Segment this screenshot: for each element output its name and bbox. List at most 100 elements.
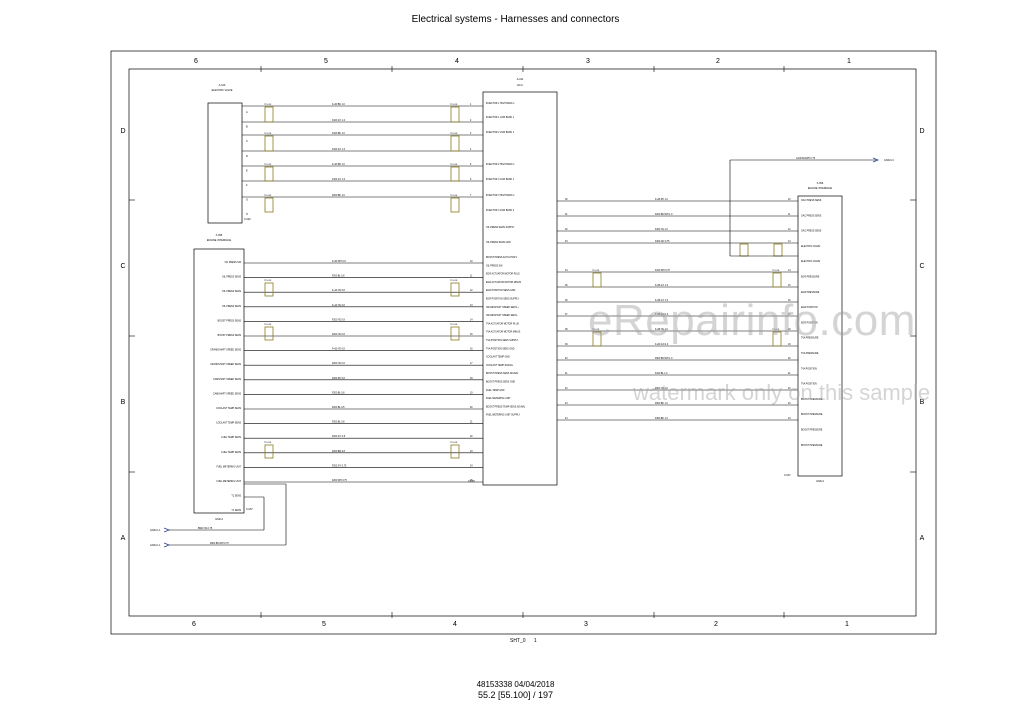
wire-label: F200 BL 0.8: [332, 407, 345, 409]
ecu-pin-label: FUEL METERING UNIT: [486, 398, 511, 400]
twisted-pair-marker: [264, 444, 274, 459]
ecu-pin-label: TVA ACTUATOR MOTOR PLUS: [486, 322, 519, 325]
twisted-pair-marker: [773, 243, 783, 257]
column-number-bottom: 5: [322, 621, 326, 628]
pin-number: 42: [565, 388, 568, 390]
twisted-pair-marker: [264, 166, 274, 182]
component-name: ENGINE INTERFACE: [207, 239, 232, 242]
engine-pin-label: EGR POSITION: [801, 307, 818, 309]
connector-arrow-icon: [163, 527, 171, 533]
ecu-pin-label: FUEL TEMP GND: [486, 390, 505, 392]
wire-label: F900 BK 1.0: [655, 403, 668, 405]
pin-number: 36: [565, 300, 568, 302]
wire-label: B900 YE 0.75: [198, 528, 213, 530]
engine-pin-label: FUEL METERING UNIT: [216, 481, 241, 483]
ecu-pin-label: INJECTOR 2 HIGH BANK 1: [486, 163, 515, 166]
engine-pin-label: COOLANT TEMP SENS: [216, 407, 241, 410]
wire-label: F200 YE 0.8: [332, 319, 345, 321]
twisted-pair-tag: TP-018: [450, 280, 458, 282]
wire-label: F+08 GN 1.0: [655, 314, 669, 316]
engine-interface-left-block: [193, 248, 245, 514]
pin-number: 21: [470, 422, 473, 424]
connector-arrow-icon: [163, 542, 171, 548]
pin-number: 13: [788, 241, 791, 243]
pin-number: 7: [470, 195, 472, 197]
wire-label: F+08 PK 1.0: [655, 199, 669, 201]
wire-label: F200 PK 0.8: [332, 378, 345, 380]
ecu-pin-label: COOLANT TEMP GND: [486, 356, 510, 359]
wire-label: F100 GY 1.0: [332, 149, 346, 151]
page-title: Electrical systems - Harnesses and conne…: [411, 14, 620, 25]
component-ref: A-010: [219, 84, 226, 87]
pin-number: 40: [565, 358, 568, 360]
twisted-pair-tag: TP-018: [592, 329, 600, 331]
pin-number: 20: [788, 358, 791, 360]
pin-label: B: [246, 126, 248, 129]
twisted-pair-tag: TP-018: [264, 280, 272, 282]
pin-label: E: [246, 169, 248, 172]
wire-label: F+10 YE 0.8: [332, 305, 346, 307]
wire-label: F+00 BK 1.0: [332, 164, 346, 166]
pin-number: 16: [788, 300, 791, 302]
column-number-top: 1: [847, 58, 851, 65]
twisted-pair-tag: TP-018: [592, 270, 600, 272]
column-number-bottom: 1: [845, 621, 849, 628]
pin-number: 12: [470, 290, 473, 292]
twisted-pair-marker: [264, 106, 274, 123]
twisted-pair-marker: [592, 331, 602, 347]
engine-pin-label: ELECTRIC VALVE: [801, 260, 821, 263]
pin-number: 35: [565, 285, 568, 287]
pin-number: 13: [470, 305, 473, 307]
pin-number: 39: [565, 344, 568, 346]
pin-number: 19: [470, 392, 473, 394]
engine-pin-label: OIL PRESS SENS: [222, 291, 241, 293]
twisted-pair-marker: [772, 331, 782, 347]
pin-number: 37: [565, 314, 568, 316]
twisted-pair-marker: [450, 282, 460, 297]
twisted-pair-tag: TP-018: [450, 195, 458, 197]
ecu-pin-label: BOOST PRESS SENS SIGNAL: [486, 372, 519, 375]
ecu-pin-label: COOLANT TEMP SIGNAL: [486, 364, 514, 367]
component-ref: X-056: [216, 234, 223, 237]
wire-label: F400 YE 1.0: [655, 229, 668, 231]
wire-label: F+10 YE 0.8: [332, 290, 346, 292]
ecu-pin-label: BOOST PRESS ACTUATOR 1: [486, 256, 518, 259]
wire-label: F200 WH 0.75: [332, 480, 348, 482]
wire-label: F+08 GY 1.0: [655, 300, 669, 302]
twisted-pair-tag: TP-018: [264, 164, 272, 166]
engine-interface-right-block: [797, 195, 843, 477]
pin-number: 16: [470, 349, 473, 351]
engine-pin-label: CRANKSHAFT SPEED SENS: [210, 363, 241, 366]
pin-number: 17: [788, 314, 791, 316]
ground-ref: GND-4: [816, 480, 824, 483]
pin-number: 18: [470, 378, 473, 380]
engine-pin-label: BOOST PRESS SENS: [218, 335, 242, 337]
pin-number: 33: [565, 241, 568, 243]
twisted-pair-marker: [739, 243, 749, 257]
ecu-pin-label: CRANKSHAFT SPEED SENS +: [486, 306, 519, 309]
pin-number: 23: [788, 403, 791, 405]
twisted-pair-tag: TP-018: [772, 329, 780, 331]
pin-number: 5: [470, 164, 472, 166]
ecu-pin-label: TVA ACTUATOR MOTOR MINUS: [486, 331, 521, 334]
twisted-pair-tag: TP-018: [264, 195, 272, 197]
ecu-pin-label: EGR ACTUATOR MOTOR PLUS: [486, 273, 520, 276]
ecu-block: [482, 91, 558, 486]
twisted-pair-marker: [450, 166, 460, 182]
twisted-pair-marker: [772, 272, 782, 288]
watermark-sub: watermark only on this sample: [633, 380, 931, 405]
twisted-pair-marker: [450, 444, 460, 459]
row-letter-right: B: [920, 399, 925, 406]
pin-number: 34: [565, 270, 568, 272]
component-name: ELECTRIC VALVE: [212, 89, 233, 92]
pin-number: 23: [470, 451, 473, 453]
wire-label: Z900 BU/WH 0.75: [210, 543, 229, 545]
column-number-top: 3: [586, 58, 590, 65]
ecu-pin-label: FUEL METERING UNIT SUPPLY: [486, 415, 521, 417]
twisted-pair-tag: TP-018: [450, 104, 458, 106]
wire-label: F+00 WH 0.8: [332, 261, 346, 263]
pin-number: 20: [470, 407, 473, 409]
pin-number: 24: [788, 418, 791, 420]
ground-ref: GND-4: [215, 518, 223, 521]
